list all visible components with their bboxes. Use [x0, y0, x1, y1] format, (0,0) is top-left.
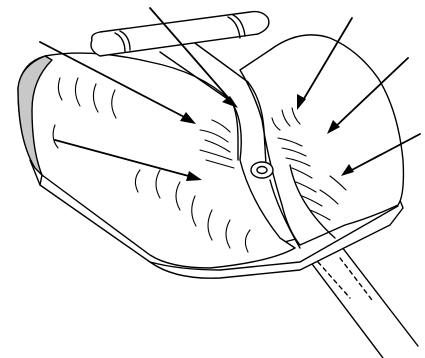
carry-handle[interactable] [91, 12, 269, 56]
valve-icon[interactable] [251, 162, 273, 178]
